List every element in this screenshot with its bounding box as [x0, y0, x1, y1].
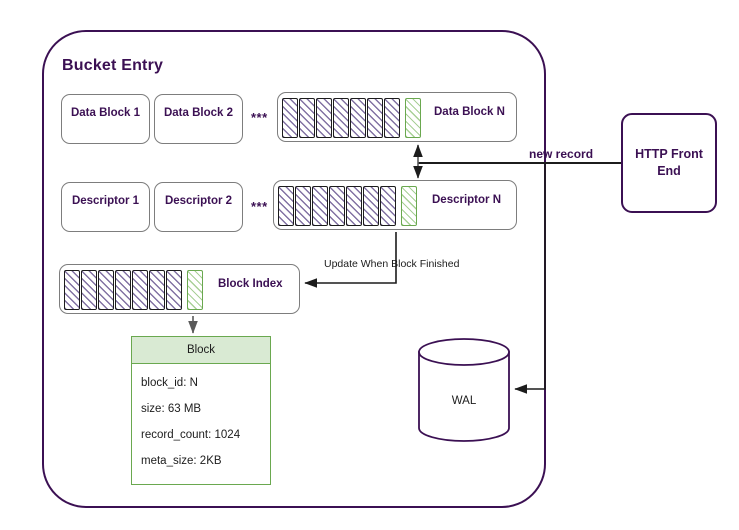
- record-cell-active: [405, 98, 421, 138]
- block-table-row: meta_size: 2KB: [141, 455, 222, 467]
- block-table-body: block_id: N size: 63 MB record_count: 10…: [132, 364, 270, 484]
- block-table-row: record_count: 1024: [141, 429, 241, 441]
- index-cell: [98, 270, 114, 310]
- record-cell: [299, 98, 315, 138]
- data-block-ellipsis: ***: [251, 110, 268, 125]
- descriptor-cell: [363, 186, 379, 226]
- http-front-end-box[interactable]: HTTP Front End: [621, 113, 717, 213]
- descriptor-cell: [380, 186, 396, 226]
- record-cell: [350, 98, 366, 138]
- block-index-row[interactable]: Block Index: [59, 264, 300, 314]
- descriptor-2-box[interactable]: Descriptor 2: [154, 182, 243, 232]
- block-table-row: size: 63 MB: [141, 403, 202, 415]
- new-record-label: new record: [529, 147, 594, 161]
- descriptor-n-label: Descriptor N: [432, 194, 502, 206]
- record-cell: [384, 98, 400, 138]
- bucket-entry-title: Bucket Entry: [62, 57, 164, 74]
- record-cell: [282, 98, 298, 138]
- index-cell-active: [187, 270, 203, 310]
- index-cell: [166, 270, 182, 310]
- update-when-block-finished-label: Update When Block Finished: [324, 258, 460, 270]
- record-cell: [316, 98, 332, 138]
- data-block-2-box[interactable]: Data Block 2: [154, 94, 243, 144]
- record-cell: [333, 98, 349, 138]
- index-cell: [132, 270, 148, 310]
- index-cell: [64, 270, 80, 310]
- block-table-header: Block: [132, 337, 270, 364]
- descriptor-cell: [295, 186, 311, 226]
- data-block-n-row[interactable]: Data Block N: [277, 92, 517, 142]
- block-table-row: block_id: N: [141, 377, 198, 389]
- index-cell: [149, 270, 165, 310]
- descriptor-cell: [312, 186, 328, 226]
- block-detail-table[interactable]: Block block_id: N size: 63 MB record_cou…: [131, 336, 271, 485]
- block-index-label: Block Index: [218, 278, 283, 290]
- descriptor-cell: [329, 186, 345, 226]
- data-block-1-box[interactable]: Data Block 1: [61, 94, 150, 144]
- descriptor-cell: [346, 186, 362, 226]
- record-cell: [367, 98, 383, 138]
- index-cell: [81, 270, 97, 310]
- descriptor-1-box[interactable]: Descriptor 1: [61, 182, 150, 232]
- descriptor-ellipsis: ***: [251, 199, 268, 214]
- wal-cylinder[interactable]: [418, 338, 510, 442]
- index-cell: [115, 270, 131, 310]
- descriptor-cell-active: [401, 186, 417, 226]
- data-block-n-label: Data Block N: [434, 106, 505, 118]
- descriptor-cell: [278, 186, 294, 226]
- wal-label: WAL: [451, 395, 477, 407]
- descriptor-n-row[interactable]: Descriptor N: [273, 180, 517, 230]
